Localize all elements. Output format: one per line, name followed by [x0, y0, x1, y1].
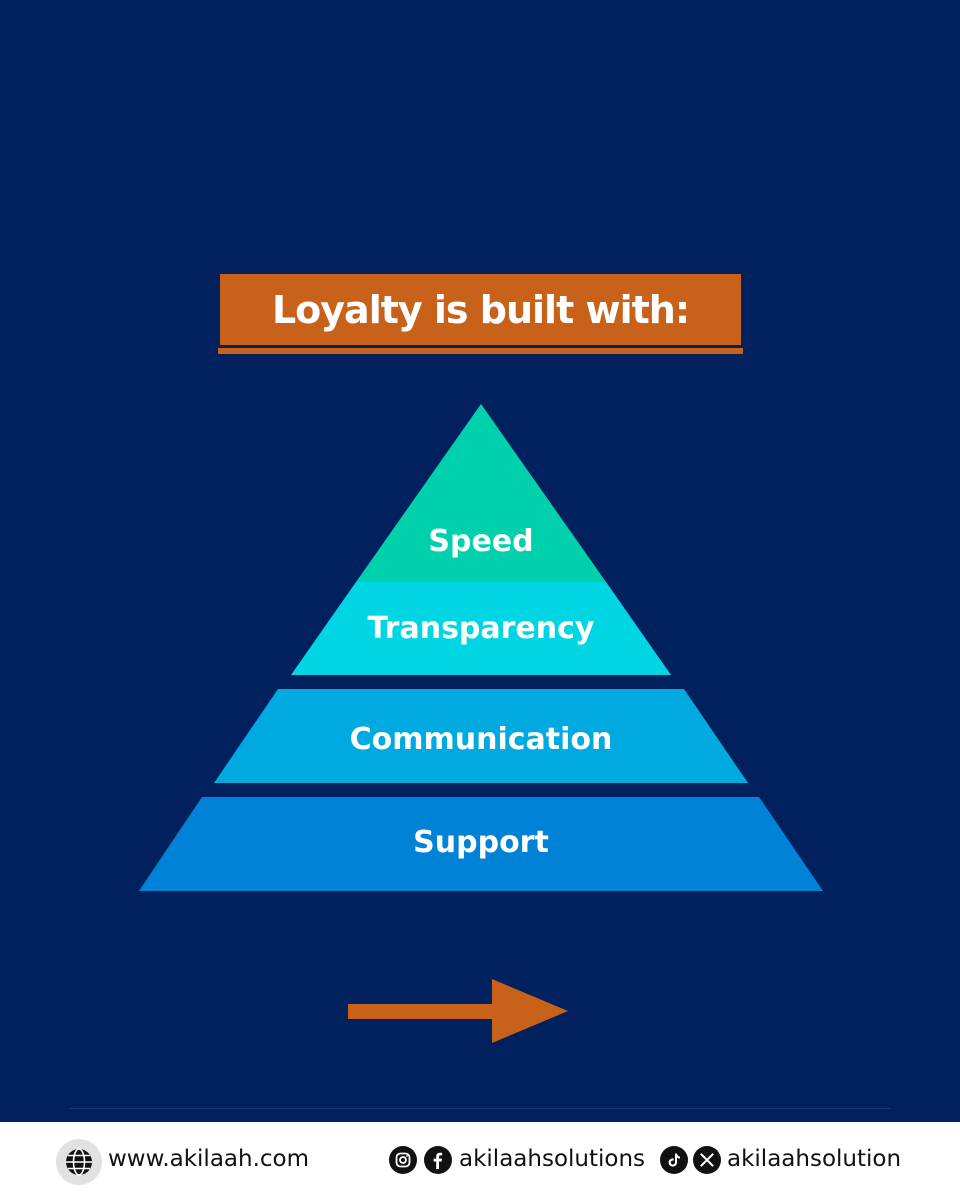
x-icon[interactable] — [693, 1146, 721, 1174]
slide-title: Loyalty is built with: — [271, 287, 690, 332]
pyramid-label-transparency: Transparency — [368, 611, 595, 646]
pyramid-level-support — [139, 797, 823, 891]
pyramid-diagram: Speed Transparency Communication Support — [139, 404, 823, 1043]
footer-divider — [70, 1108, 890, 1109]
footer-bar: www.akilaah.com akilaahsolutions akilaah… — [0, 1122, 960, 1200]
globe-icon — [66, 1148, 92, 1176]
social-handle-secondary[interactable]: akilaahsolution — [727, 1146, 902, 1172]
pyramid-label-support: Support — [413, 825, 549, 860]
globe-icon-badge — [56, 1139, 102, 1185]
slide-canvas: Loyalty is built with: Speed Transparenc… — [70, 274, 890, 1109]
facebook-icon[interactable] — [424, 1146, 452, 1174]
pyramid-level-transparency — [291, 582, 671, 675]
website-link[interactable]: www.akilaah.com — [108, 1146, 310, 1172]
title-underline — [218, 348, 743, 354]
pyramid-level-communication — [214, 689, 748, 783]
tiktok-icon[interactable] — [660, 1146, 688, 1174]
pyramid-label-communication: Communication — [350, 722, 613, 757]
title-banner: Loyalty is built with: — [220, 274, 741, 345]
instagram-icon[interactable] — [389, 1146, 417, 1174]
arrow-right-icon[interactable] — [348, 979, 568, 1043]
pyramid-level-speed — [356, 404, 606, 582]
social-handle-primary[interactable]: akilaahsolutions — [459, 1146, 646, 1172]
pyramid-label-speed: Speed — [428, 524, 533, 559]
